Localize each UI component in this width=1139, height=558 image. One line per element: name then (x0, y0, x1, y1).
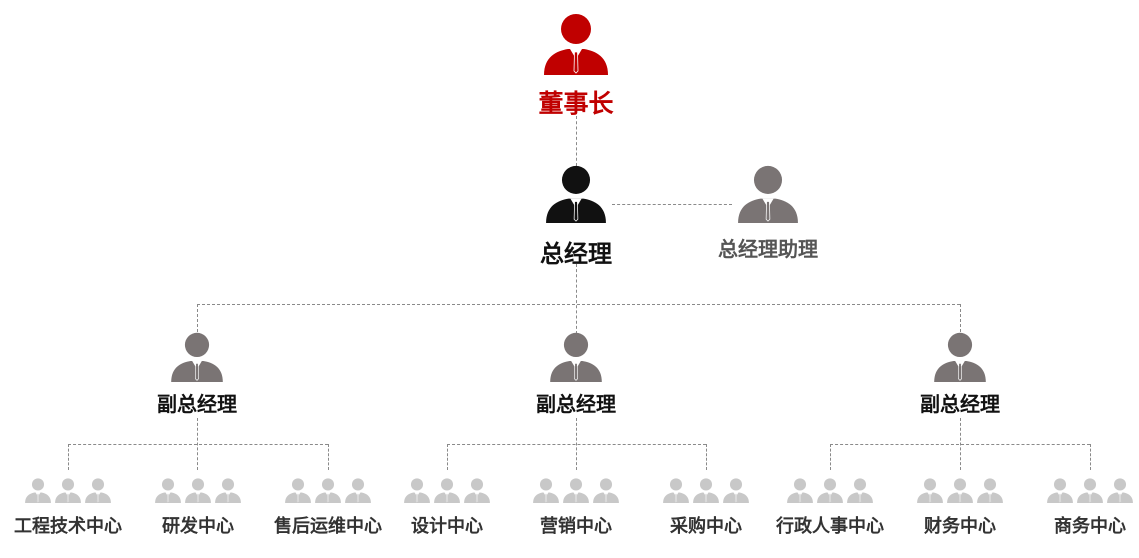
department-staff-icon (54, 478, 82, 507)
vice-manager-person-icon (547, 332, 605, 386)
connector-line (576, 116, 577, 166)
department-staff-icon (562, 478, 590, 507)
department-staff-icon (662, 478, 690, 507)
vice-manager-label: 副总经理 (920, 392, 1000, 416)
department-staff-icon (154, 478, 182, 507)
chairman-person-icon (542, 13, 610, 79)
general-manager-label: 总经理 (540, 240, 612, 268)
department-label: 工程技术中心 (14, 516, 122, 537)
department-staff-icon (692, 478, 720, 507)
department-label: 财务中心 (924, 516, 996, 537)
department-staff-icon (184, 478, 212, 507)
department-staff-icon (532, 478, 560, 507)
connector-line (447, 444, 448, 470)
vice-manager-label: 副总经理 (536, 392, 616, 416)
department-staff-icon (816, 478, 844, 507)
department-label: 商务中心 (1054, 516, 1126, 537)
department-label: 设计中心 (411, 516, 483, 537)
department-staff-icon (314, 478, 342, 507)
assistant-person-icon (734, 165, 802, 227)
department-staff-icon (403, 478, 431, 507)
chairman-label: 董事长 (538, 89, 614, 118)
department-label: 研发中心 (162, 516, 234, 537)
department-staff-icon (1076, 478, 1104, 507)
general-manager-person-icon (542, 165, 610, 227)
department-staff-icon (1106, 478, 1134, 507)
connector-line (960, 304, 961, 332)
department-staff-icon (592, 478, 620, 507)
department-staff-icon (284, 478, 312, 507)
department-staff-icon (846, 478, 874, 507)
assistant-label: 总经理助理 (718, 237, 818, 261)
department-staff-icon (84, 478, 112, 507)
department-staff-icon (976, 478, 1004, 507)
vice-manager-person-icon (168, 332, 226, 386)
connector-line (68, 444, 328, 445)
department-staff-icon (214, 478, 242, 507)
department-staff-icon (946, 478, 974, 507)
department-staff-icon (463, 478, 491, 507)
department-staff-icon (786, 478, 814, 507)
connector-line (197, 304, 198, 332)
vice-manager-person-icon (931, 332, 989, 386)
connector-line (328, 444, 329, 470)
department-staff-icon (722, 478, 750, 507)
department-label: 采购中心 (670, 516, 742, 537)
department-label: 营销中心 (540, 516, 612, 537)
connector-line (576, 264, 577, 334)
connector-line (830, 444, 831, 470)
department-staff-icon (1046, 478, 1074, 507)
department-staff-icon (24, 478, 52, 507)
department-staff-icon (916, 478, 944, 507)
department-staff-icon (433, 478, 461, 507)
connector-line (197, 304, 960, 305)
connector-line (706, 444, 707, 470)
connector-line (1090, 444, 1091, 470)
department-label: 售后运维中心 (274, 516, 382, 537)
connector-line (68, 444, 69, 470)
department-label: 行政人事中心 (776, 516, 884, 537)
connector-line (447, 444, 706, 445)
connector-line (830, 444, 1090, 445)
vice-manager-label: 副总经理 (157, 392, 237, 416)
department-staff-icon (344, 478, 372, 507)
connector-line (612, 204, 732, 205)
